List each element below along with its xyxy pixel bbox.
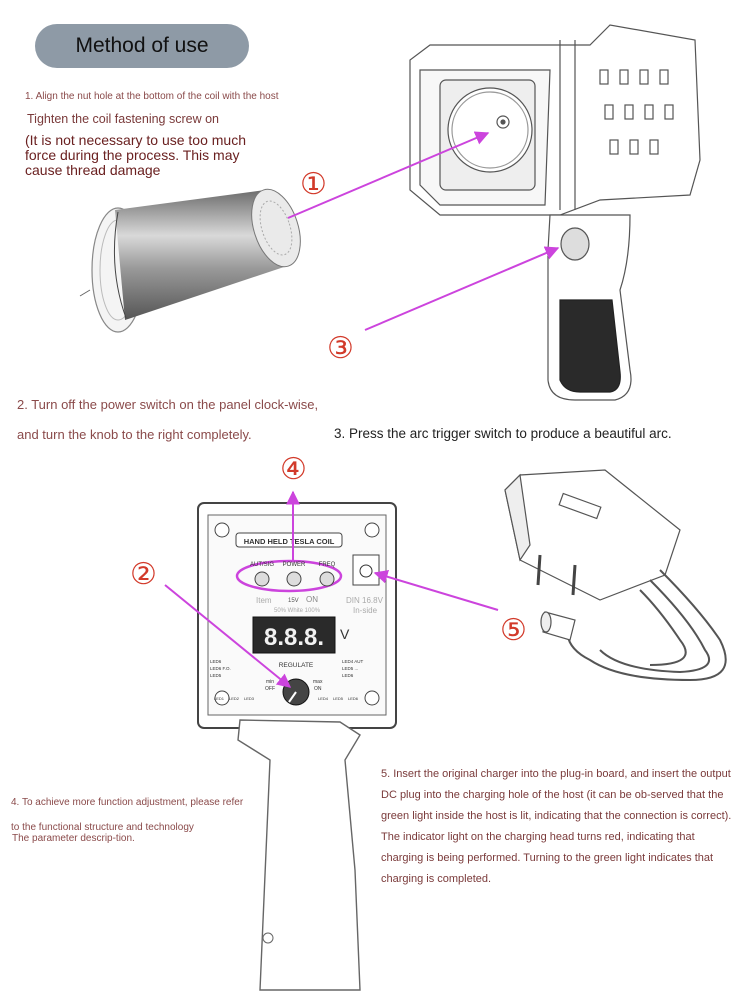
mode-row: 50% White 100% xyxy=(274,608,321,614)
led-label: LED6 xyxy=(348,696,359,701)
max-label: max xyxy=(313,679,323,685)
led-label: LED3 xyxy=(244,696,255,701)
charger-illustration xyxy=(504,469,727,682)
step2-instruction: 2. Turn off the power switch on the pane… xyxy=(17,397,319,442)
voltage-display: 8.8.8. xyxy=(264,624,324,651)
step4-instruction: 4. To achieve more function adjustment, … xyxy=(11,797,244,833)
button-label-freq: FREQ xyxy=(319,562,336,568)
step1-tighten: Tighten the coil fastening screw on xyxy=(27,112,220,126)
step5-instruction: 5. Insert the original charger into the … xyxy=(381,768,732,885)
control-panel-illustration: HAND HELD TESLA COIL AUT/SIG POWER FREQ … xyxy=(197,502,397,991)
led-label: LED6 F.O. xyxy=(210,666,231,671)
item-label: Item xyxy=(256,596,272,605)
power-button[interactable] xyxy=(286,571,302,587)
inside-label: In-side xyxy=(353,606,378,615)
button-label-aut: AUT/SIG xyxy=(250,562,274,568)
panel-brand: HAND HELD TESLA COIL xyxy=(244,537,335,546)
step1-instruction: 1. Align the nut hole at the bottom of t… xyxy=(25,91,279,102)
min-label: min xyxy=(266,679,274,685)
tesla-coil-illustration xyxy=(79,188,301,333)
marker-4: ④ xyxy=(280,453,307,486)
marker-2: ② xyxy=(130,558,157,591)
led-label: LED1 xyxy=(214,696,225,701)
parameter-note: The parameter descrip-tion. xyxy=(12,833,135,844)
marker-3: ③ xyxy=(327,332,354,365)
step3-instruction: 3. Press the arc trigger switch to produ… xyxy=(334,426,672,441)
regulate-label: REGULATE xyxy=(279,662,314,669)
marker-5: ⑤ xyxy=(500,614,527,647)
led-label: LED5 xyxy=(210,673,222,678)
freq-button[interactable] xyxy=(319,571,335,587)
voltage-label: 15V xyxy=(288,598,299,604)
marker-1: ① xyxy=(300,168,327,201)
dc-input-jack[interactable] xyxy=(359,564,373,578)
led-label: LED4 xyxy=(318,696,329,701)
dc-label: DIN 16.8V xyxy=(346,596,384,605)
led-label: LED4 AUT xyxy=(342,659,364,664)
voltage-unit: V xyxy=(340,626,350,642)
led-label: LED6 xyxy=(342,673,354,678)
on-label: ON xyxy=(306,595,318,604)
pointer-arrows xyxy=(164,131,560,688)
step1-caution-note: (It is not necessary to use too much for… xyxy=(25,132,246,178)
led-label: LED2 xyxy=(229,696,240,701)
on2-label: ON xyxy=(314,686,322,692)
aut-sig-button[interactable] xyxy=(254,571,270,587)
button-label-power: POWER xyxy=(283,562,306,568)
off-label: OFF xyxy=(265,686,275,692)
led-label: LED5 xyxy=(333,696,344,701)
section-title: Method of use xyxy=(35,24,249,68)
led-label: LED6 xyxy=(210,659,222,664)
led-label: LED5 ... xyxy=(342,666,358,671)
host-gun-illustration xyxy=(409,24,701,401)
